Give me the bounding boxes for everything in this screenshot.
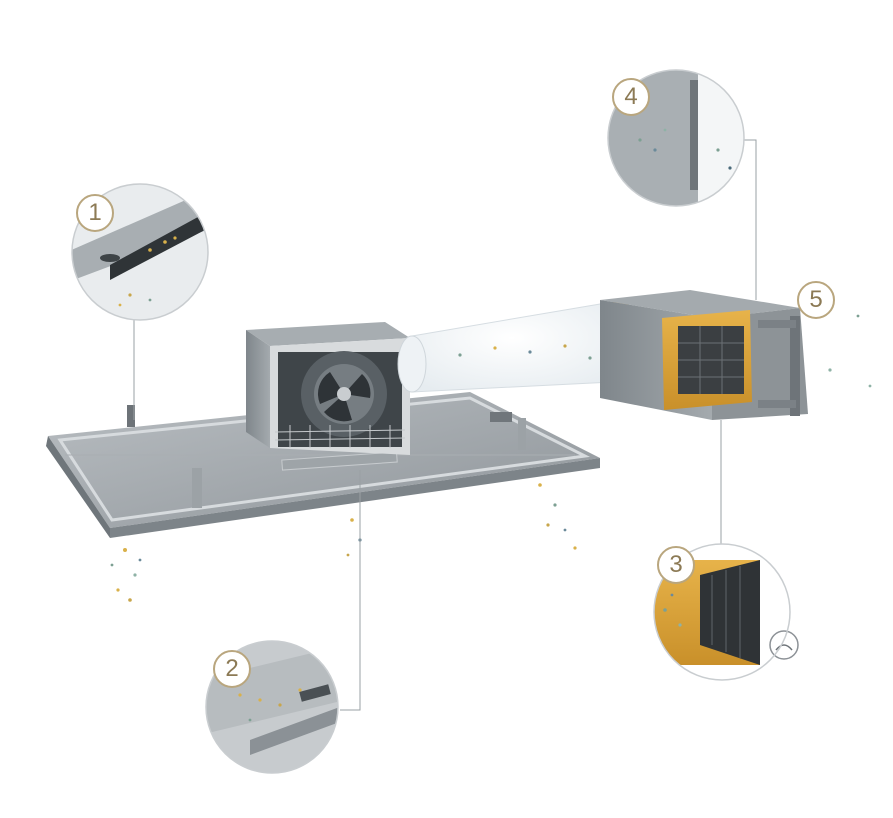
callout-badge-3: 3 (657, 546, 695, 584)
fan-box (246, 322, 410, 455)
callout-badge-1: 1 (76, 194, 114, 232)
airborne-particles (110, 314, 872, 602)
callout-badge-4: 4 (612, 78, 650, 116)
plenum-plate (46, 392, 600, 538)
callout-badge-2: 2 (213, 650, 251, 688)
filter-box (600, 290, 808, 420)
leader-lines (133, 139, 757, 711)
callout-badge-5: 5 (797, 281, 835, 319)
